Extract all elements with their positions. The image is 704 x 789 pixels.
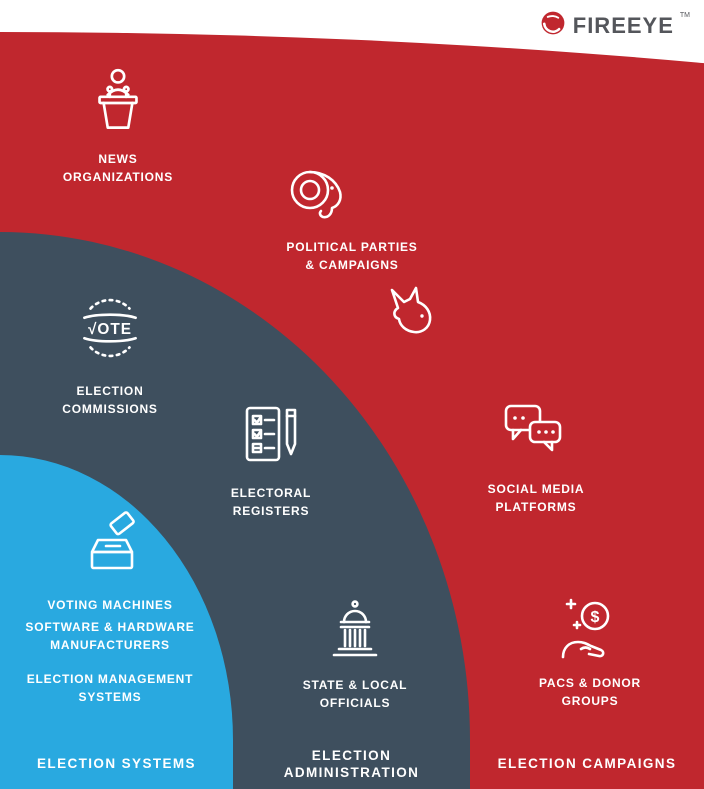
label-electoral-registers: ELECTORAL REGISTERS [230,486,312,518]
trademark-symbol: TM [679,12,690,19]
chat-bubbles-icon [500,396,566,462]
ballot-box-icon [74,510,150,586]
label-social-media: SOCIAL MEDIA PLATFORMS [487,482,585,514]
footer-election-systems: ELECTION SYSTEMS [0,740,233,789]
donation-hand-coin-icon: $ [551,594,625,668]
label-political-parties: POLITICAL PARTIES & CAMPAIGNS [286,240,418,272]
capitol-building-icon [320,596,390,666]
fireeye-logo: FIREEYE TM [539,9,690,42]
vote-stamp-icon: √OTE [68,286,152,370]
news-podium-icon [79,64,157,142]
label-state-local-officials: STATE & LOCAL OFFICIALS [302,678,408,710]
label-election-management: ELECTION MANAGEMENT SYSTEMS [26,672,194,704]
fireeye-wordmark: FIREEYE [572,12,674,38]
svg-text:√OTE: √OTE [88,321,132,338]
elephant-republican-icon [276,150,360,234]
checklist-pen-icon [237,402,305,470]
donkey-democrat-icon [382,282,442,342]
label-election-commissions: ELECTION COMMISSIONS [62,384,158,416]
fireeye-logo-icon [539,9,567,42]
label-news-organizations: NEWS ORGANIZATIONS [62,152,174,184]
footer-election-campaigns: ELECTION CAMPAIGNS [470,740,704,789]
label-pacs-donor: PACS & DONOR GROUPS [538,676,642,708]
footer-legend: ELECTION SYSTEMS ELECTION ADMINISTRATION… [0,740,704,789]
footer-election-administration: ELECTION ADMINISTRATION [233,740,470,789]
label-software-hardware: SOFTWARE & HARDWARE MANUFACTURERS [25,620,195,652]
label-voting-machines: VOTING MACHINES [47,598,173,612]
svg-text:$: $ [591,609,600,626]
